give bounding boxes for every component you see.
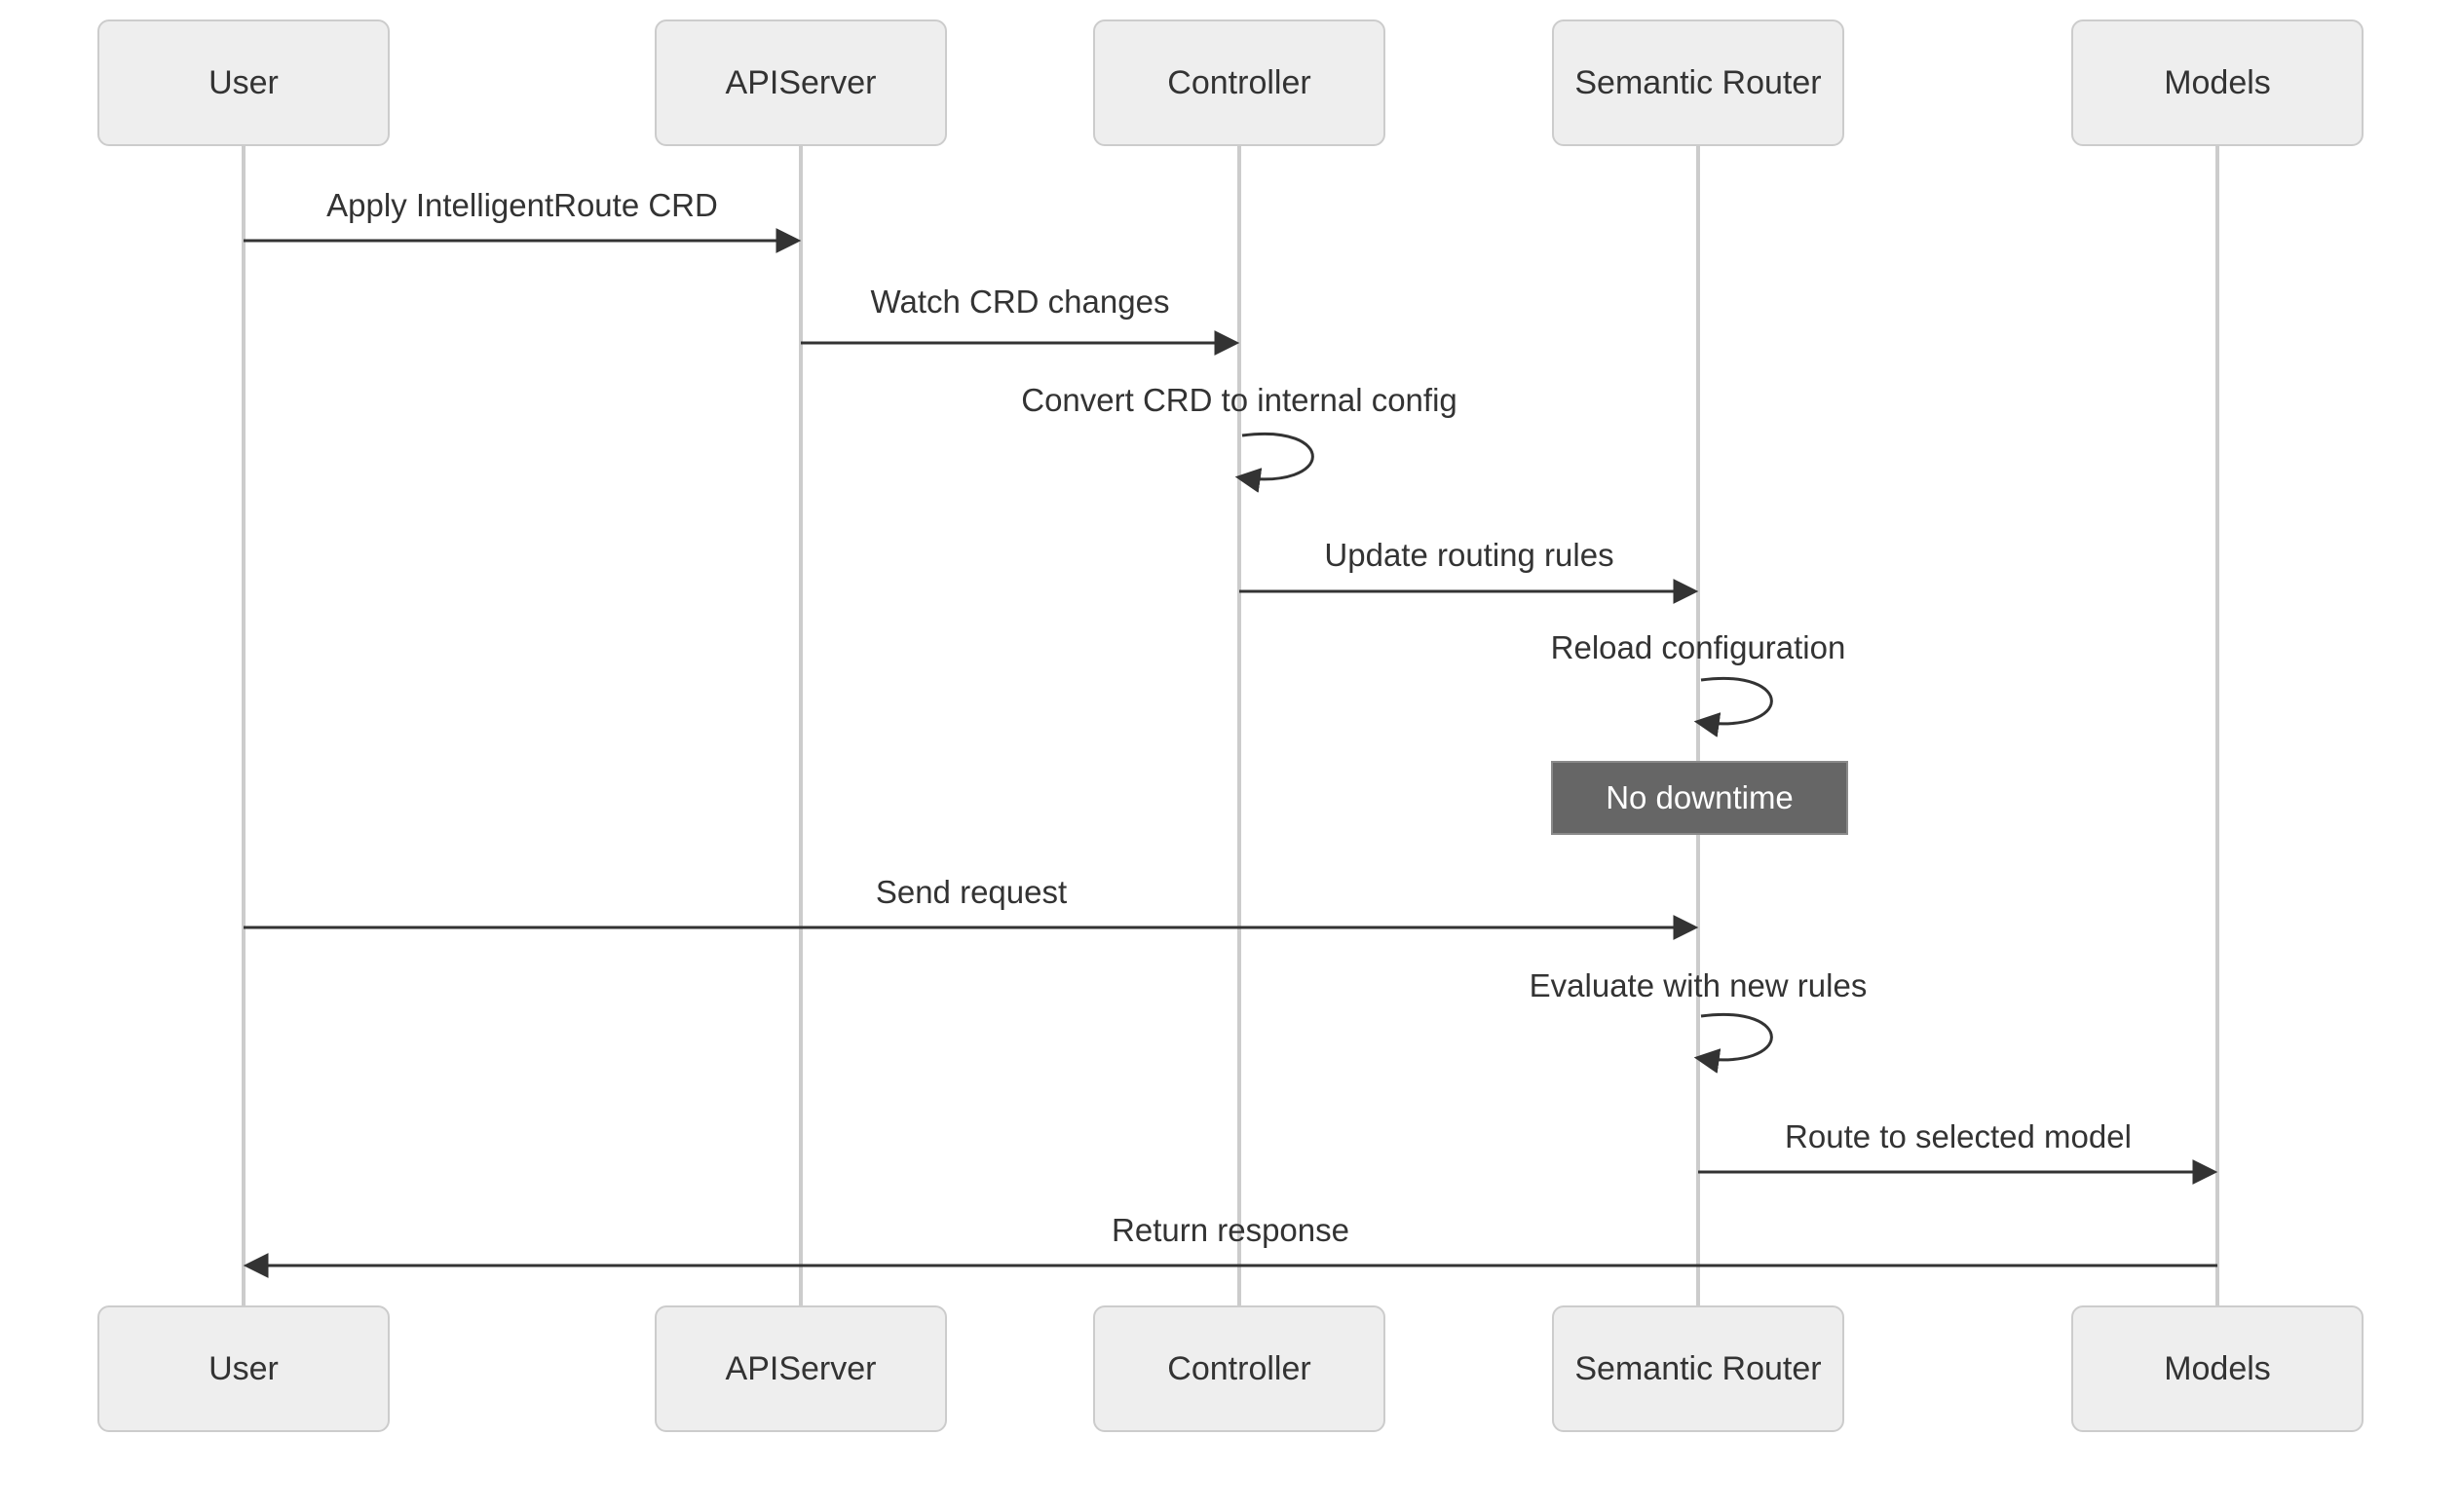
message-label-return-response: Return response [1112,1212,1349,1248]
message-label-send-request: Send request [875,874,1068,910]
message-label-evaluate-new-rules: Evaluate with new rules [1529,967,1868,1003]
actor-label-apiserver: APIServer [725,63,877,101]
actor-box-semantic-router-bottom: Semantic Router [1552,1305,1844,1432]
self-loop-convert-crd [1234,433,1314,493]
actor-label-user: User [208,1349,279,1387]
note-label: No downtime [1606,779,1794,815]
message-label-watch-crd-changes: Watch CRD changes [870,284,1170,320]
actor-box-user-top: User [97,19,390,146]
actor-label-controller: Controller [1167,1349,1311,1387]
actor-box-models-top: Models [2071,19,2364,146]
actor-label-models: Models [2164,1349,2271,1387]
self-loop-evaluate-new-rules [1693,1013,1773,1074]
message-label-reload-configuration: Reload configuration [1550,629,1846,665]
actor-box-controller-bottom: Controller [1093,1305,1385,1432]
self-loop-reload-configuration [1693,677,1773,737]
actor-label-user: User [208,63,279,101]
actor-box-apiserver-top: APIServer [655,19,947,146]
actor-box-models-bottom: Models [2071,1305,2364,1432]
actor-label-semantic-router: Semantic Router [1574,63,1822,101]
message-label-apply-intelligentroute-crd: Apply IntelligentRoute CRD [326,187,718,223]
actor-box-controller-top: Controller [1093,19,1385,146]
message-label-convert-crd: Convert CRD to internal config [1021,382,1457,418]
actor-label-controller: Controller [1167,63,1311,101]
actor-label-semantic-router: Semantic Router [1574,1349,1822,1387]
actor-box-apiserver-bottom: APIServer [655,1305,947,1432]
actor-box-semantic-router-top: Semantic Router [1552,19,1844,146]
note-no-downtime: No downtime [1551,761,1848,835]
message-label-update-routing-rules: Update routing rules [1324,537,1614,573]
message-label-route-to-selected-model: Route to selected model [1785,1118,2132,1154]
actor-box-user-bottom: User [97,1305,390,1432]
actor-label-models: Models [2164,63,2271,101]
actor-label-apiserver: APIServer [725,1349,877,1387]
